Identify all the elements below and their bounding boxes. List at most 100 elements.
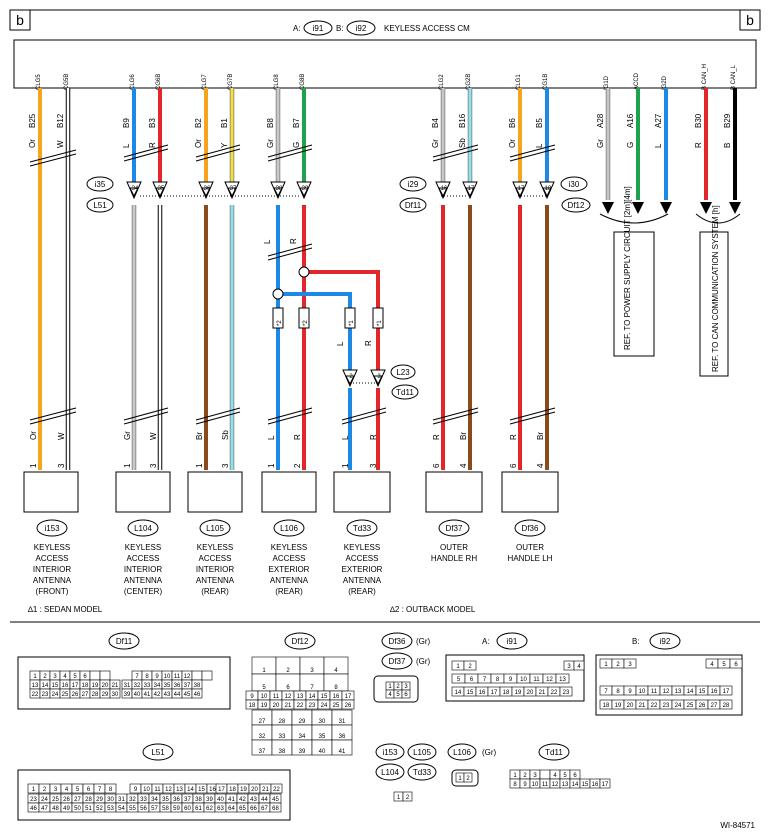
i91-mid-cell [555, 673, 570, 684]
l51-d-cell-label: 54 [118, 806, 125, 812]
component-label-0-4: (FRONT) [36, 587, 69, 596]
mid-color-td-l: L [336, 341, 345, 346]
component-box-1 [115, 471, 171, 513]
df12-mid-cell-label: 21 [285, 703, 292, 709]
mid-pin-r3-tri-inner [542, 187, 552, 198]
i92-low-cell-label: 25 [687, 703, 694, 709]
l51-d-cell-label: 55 [129, 806, 136, 812]
df11-d-cell-label: 31 [124, 683, 131, 689]
i92-low-cell-label: 23 [663, 703, 670, 709]
component-label-3-1: ACCESS [273, 554, 306, 563]
bottom-pin-3: 3 [149, 463, 158, 468]
bottom-color-9: R [369, 434, 378, 440]
df12-mid-cell-label: 24 [321, 703, 328, 709]
twist-mark-b [195, 144, 241, 158]
l51-a-cell [104, 783, 117, 794]
l51-c-cell-label: 19 [240, 787, 247, 793]
twist-mark [341, 411, 387, 425]
df11-d-cell-label: 42 [154, 692, 161, 698]
df11-d-cell-label: 37 [184, 683, 191, 689]
l51-c-cell-label: 17 [218, 787, 225, 793]
conn-df11: Df11 [405, 201, 422, 210]
mid-pin-l1-pin: 35 [158, 186, 165, 192]
cm-pin-13: A16 [626, 113, 635, 128]
i92-mid-cell [719, 685, 733, 696]
bottom-color-1: W [57, 432, 66, 440]
mid-pin-l3-pin: 37 [230, 186, 237, 192]
conn-td11-ellipse [391, 384, 419, 400]
i92-low-cell-label: 18 [603, 703, 610, 709]
twist-mark [267, 411, 313, 425]
l51-d-cell-label: 29 [96, 797, 103, 803]
component-label-1-3: ANTENNA [124, 576, 163, 585]
df11-a-cell-label: 5 [73, 674, 77, 680]
legend-l51-ellipse [142, 743, 174, 761]
i92-top-a-cell [623, 658, 637, 669]
bottom-pin-10: 6 [432, 463, 441, 468]
df11-d-cell-label: 32 [134, 683, 141, 689]
i153-grid-cell-label: 2 [406, 795, 410, 801]
l51-d-cell-label: 64 [228, 806, 235, 812]
l51-d-cell-label: 27 [74, 797, 81, 803]
cm-color-7: G [292, 142, 301, 148]
df11-b-cell [201, 670, 213, 681]
df12-low-cell-label: 39 [299, 749, 306, 755]
twist-mark-b [123, 407, 169, 421]
bottom-pin-13: 4 [536, 463, 545, 468]
df11-c-cell-label: 28 [92, 692, 99, 698]
corner-left-label: b [16, 12, 24, 28]
df12-grid-cell-label: 5 [262, 685, 266, 691]
cm-color-1: W [56, 140, 65, 148]
mid-pin-l4-tri-inner [273, 187, 283, 198]
mid-pin-l0-tri-inner [129, 187, 139, 198]
component-label-4-3: ANTENNA [343, 576, 382, 585]
component-id-ellipse-1 [127, 519, 159, 537]
df11-c-cell-label: 22 [32, 692, 39, 698]
legend-df36: Df36 [389, 637, 406, 646]
cm-pin-6: B8 [266, 118, 275, 128]
df36-grid-cell-label: 4 [388, 692, 392, 698]
cm-signal-13: ACCD [634, 72, 640, 90]
out-arrow-1 [632, 202, 644, 214]
l51-d-cell-label: 66 [250, 806, 257, 812]
l51-d-cell-label: 36 [173, 797, 180, 803]
l51-b-cell-label: 14 [187, 787, 194, 793]
l51-d-cell-label: 52 [96, 806, 103, 812]
df11-a-cell [89, 670, 101, 681]
legend-df11: Df11 [116, 637, 133, 646]
df12-low-cell-label: 30 [319, 719, 326, 725]
components: i153KEYLESSACCESSINTERIORANTENNA(FRONT)L… [23, 471, 559, 596]
cm-color-15: R [694, 142, 703, 148]
i91-mid-cell-label: 11 [533, 677, 540, 683]
td-pin-0-tri-inner [345, 375, 355, 386]
df12-low-cell-label: 29 [299, 719, 306, 725]
td11-b-cell-label: 8 [513, 782, 517, 788]
df12-grid-cell-label: 4 [334, 668, 338, 674]
bottom-pin-4: 1 [195, 463, 204, 468]
i92-mid-cell-label: 10 [639, 689, 646, 695]
cm-color-10: Or [508, 139, 517, 148]
df11-c-cell-label: 15 [52, 683, 59, 689]
component-label-4-1: ACCESS [346, 554, 379, 563]
corner-right-box [739, 9, 761, 31]
i91-top-b-cell-label: 3 [567, 664, 571, 670]
conn-l51-ellipse [86, 197, 114, 213]
l51-a-cell-label: 8 [109, 787, 113, 793]
l51-d-cell-label: 53 [107, 806, 114, 812]
td11-b-cell-label: 12 [552, 782, 559, 788]
i91-top-a-cell-label: 1 [456, 664, 460, 670]
i92-top-a-cell-label: 1 [604, 662, 608, 668]
l106-grid-cell [463, 772, 473, 783]
legend-i153-ellipse [375, 743, 405, 761]
df12-low-cell-label: 37 [259, 749, 266, 755]
l51-d-cell-label: 39 [206, 797, 213, 803]
td11-b-cell-label: 9 [523, 782, 527, 788]
